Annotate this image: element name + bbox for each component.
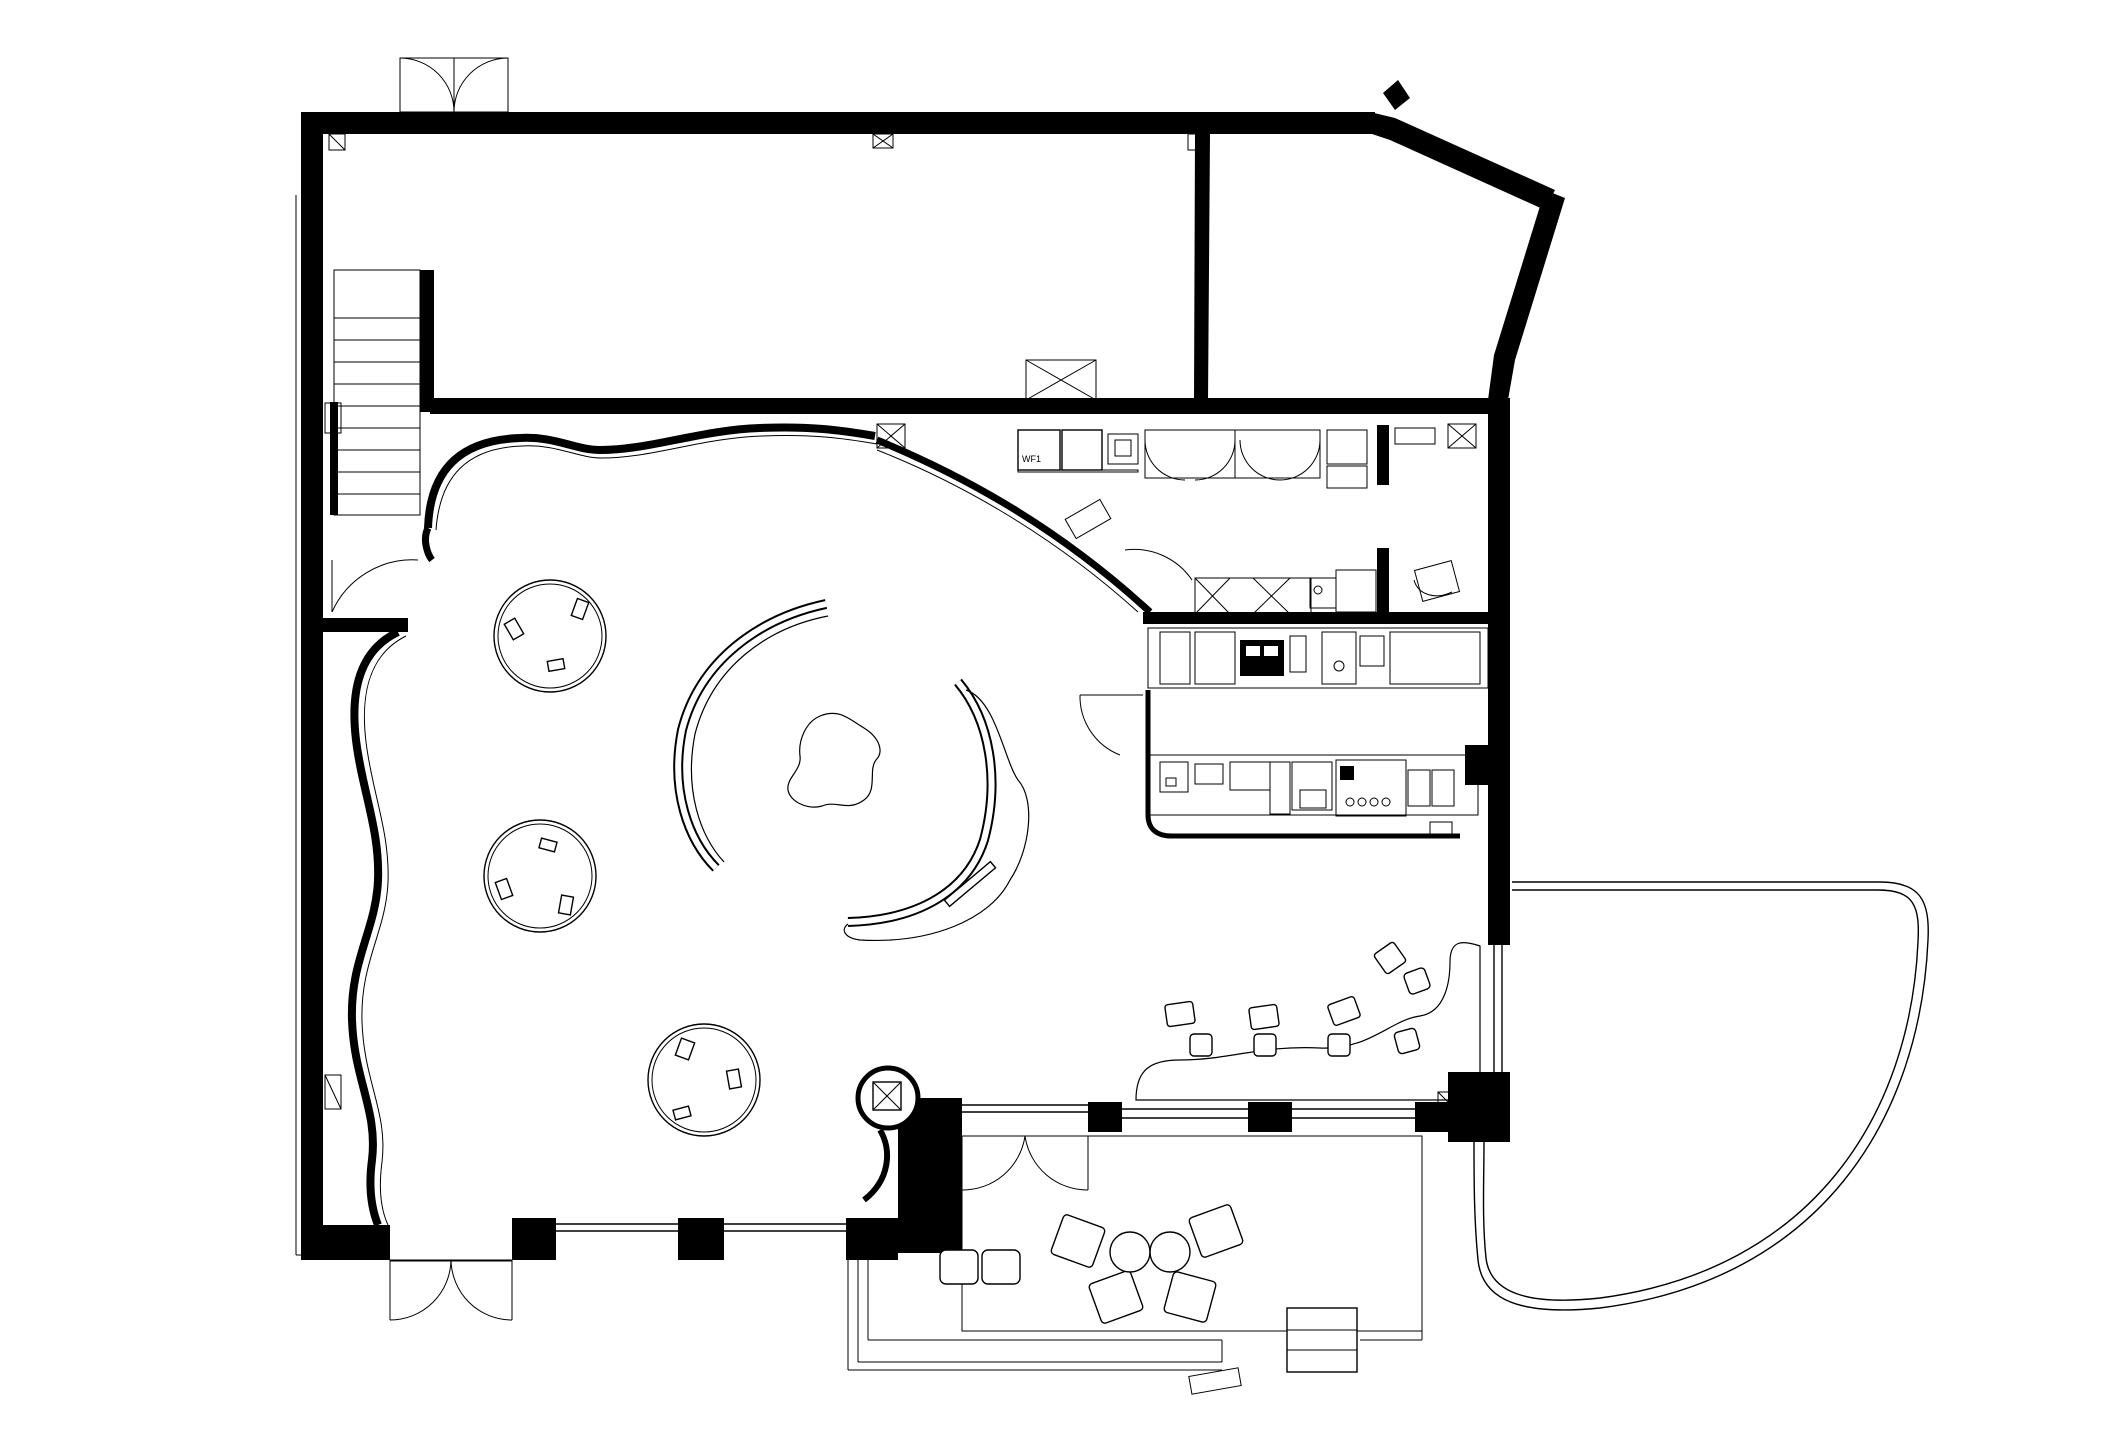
kitchen — [1145, 627, 1489, 839]
curved-benches — [673, 599, 1030, 942]
doors — [331, 57, 1321, 1321]
staircase — [330, 269, 421, 516]
round-table — [493, 579, 607, 693]
round-tables — [483, 579, 761, 1137]
exterior-walls — [301, 80, 1565, 1260]
round-table — [483, 819, 597, 933]
interior-walls — [323, 134, 1510, 1260]
terrace — [847, 1135, 1423, 1395]
windows — [295, 195, 1503, 1256]
round-table — [647, 1023, 761, 1137]
back-of-house: WF1 — [1017, 427, 1461, 615]
curved-walls — [347, 423, 1153, 1227]
bar-area — [1135, 941, 1481, 1101]
outdoor-bench-curve — [1473, 881, 1929, 1311]
column-markers — [324, 133, 1477, 1113]
equipment-tag: WF1 — [1022, 454, 1041, 464]
